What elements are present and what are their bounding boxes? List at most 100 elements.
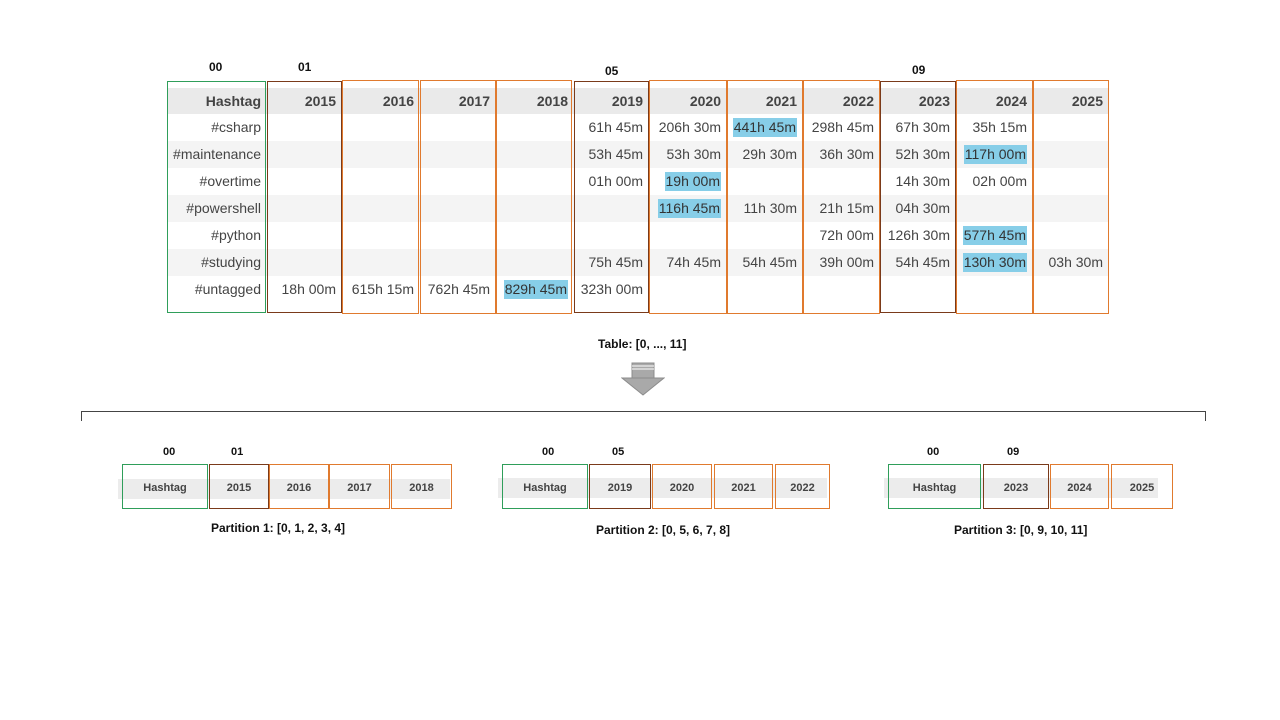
duration-cell	[420, 141, 495, 168]
table-row: #python 72h 00m 126h 30m 577h 45m	[168, 222, 1108, 249]
column-header-hashtag: Hashtag	[205, 93, 261, 109]
duration-cell: 01h 00m	[588, 173, 643, 189]
duration-cell: 67h 30m	[895, 119, 950, 135]
partition-column-label: 2017	[347, 482, 372, 494]
column-header-year: 2017	[458, 93, 490, 109]
hashtag-cell: #studying	[201, 254, 261, 270]
duration-cell	[420, 249, 495, 276]
column-header-year: 2023	[918, 93, 950, 109]
duration-cell: 52h 30m	[895, 146, 950, 162]
column-index-label: 09	[912, 63, 926, 77]
duration-cell	[1033, 195, 1108, 222]
duration-cell	[267, 168, 341, 195]
column-header-year: 2025	[1071, 93, 1103, 109]
partition-caption: Partition 2: [0, 5, 6, 7, 8]	[596, 523, 731, 537]
duration-cell	[956, 195, 1032, 222]
duration-cell: 75h 45m	[588, 254, 643, 270]
partition-index-label: 09	[1007, 446, 1020, 458]
duration-cell: 116h 45m	[649, 195, 726, 222]
duration-cell	[496, 222, 573, 249]
partition-year-column: 2021	[714, 464, 773, 509]
duration-cell	[496, 114, 573, 141]
hashtag-cell: #powershell	[186, 200, 261, 216]
partition-column-label: 2015	[226, 482, 252, 494]
partition-column-label: 2021	[731, 482, 756, 494]
duration-cell: 72h 00m	[819, 227, 874, 243]
duration-cell: 54h 45m	[742, 254, 797, 270]
duration-cell: 615h 15m	[351, 281, 414, 297]
partition-key-column: Hashtag	[502, 464, 588, 509]
duration-cell: 74h 45m	[666, 254, 721, 270]
partition-year-column: 2023	[983, 464, 1049, 509]
column-header-year: 2018	[536, 93, 568, 109]
partition-caption: Partition 1: [0, 1, 2, 3, 4]	[211, 521, 346, 535]
duration-cell: 03h 30m	[1048, 254, 1103, 270]
hashtag-cell: #csharp	[211, 119, 261, 135]
partition-year-column: 2018	[391, 464, 452, 509]
duration-cell	[1033, 276, 1108, 303]
partition-year-column: 2024	[1050, 464, 1109, 509]
down-arrow-icon	[621, 362, 665, 396]
duration-cell	[727, 276, 802, 303]
partition-column-label: 2018	[409, 482, 434, 494]
duration-cell	[496, 168, 573, 195]
duration-cell	[420, 114, 495, 141]
duration-cell	[267, 114, 341, 141]
duration-cell	[420, 168, 495, 195]
partition-year-column: 2022	[775, 464, 830, 509]
duration-cell	[420, 222, 495, 249]
column-header-year: 2020	[689, 93, 721, 109]
duration-cell: 53h 30m	[666, 146, 721, 162]
duration-cell	[1033, 168, 1108, 195]
duration-cell	[496, 195, 573, 222]
duration-cell	[342, 249, 419, 276]
duration-cell: 02h 00m	[972, 173, 1027, 189]
duration-cell: 441h 45m	[727, 114, 802, 141]
duration-cell	[649, 276, 726, 303]
duration-cell: 126h 30m	[887, 227, 950, 243]
highlighted-max-value: 577h 45m	[962, 226, 1027, 245]
partition-column-label: 2025	[1129, 482, 1155, 494]
highlighted-max-value: 130h 30m	[962, 253, 1027, 272]
partition-key-column: Hashtag	[122, 464, 208, 509]
partition-column-label: 2020	[669, 482, 695, 494]
duration-cell: 61h 45m	[588, 119, 643, 135]
partition-year-column: 2015	[209, 464, 269, 509]
partition-column-label: 2016	[286, 482, 312, 494]
column-index-label: 01	[298, 60, 312, 74]
partition-index-label: 00	[163, 446, 176, 458]
duration-cell	[727, 222, 802, 249]
duration-cell: 206h 30m	[658, 119, 721, 135]
column-index-label: 05	[605, 64, 619, 78]
duration-cell	[342, 114, 419, 141]
column-index-label: 00	[209, 60, 223, 74]
column-header-year: 2024	[995, 93, 1027, 109]
duration-cell	[267, 195, 341, 222]
partition-bracket	[81, 411, 1206, 421]
duration-cell	[1033, 141, 1108, 168]
duration-cell: 53h 45m	[588, 146, 643, 162]
column-header-year: 2021	[765, 93, 797, 109]
hashtag-cell: #maintenance	[173, 146, 261, 162]
duration-cell: 762h 45m	[427, 281, 490, 297]
hashtag-cell: #python	[211, 227, 261, 243]
column-header-year: 2016	[382, 93, 414, 109]
duration-cell: 04h 30m	[895, 200, 950, 216]
partition-column-label: 2024	[1067, 482, 1092, 494]
highlighted-max-value: 117h 00m	[963, 145, 1027, 164]
duration-cell: 29h 30m	[742, 146, 797, 162]
duration-cell	[342, 141, 419, 168]
partition-header-band	[118, 479, 450, 499]
duration-cell: 11h 30m	[743, 200, 797, 216]
duration-cell	[342, 222, 419, 249]
duration-cell	[880, 276, 955, 303]
partition-year-column: 2019	[589, 464, 651, 509]
duration-cell	[267, 249, 341, 276]
highlighted-max-value: 116h 45m	[657, 199, 721, 218]
partition-year-column: 2017	[329, 464, 390, 509]
duration-cell	[803, 276, 879, 303]
